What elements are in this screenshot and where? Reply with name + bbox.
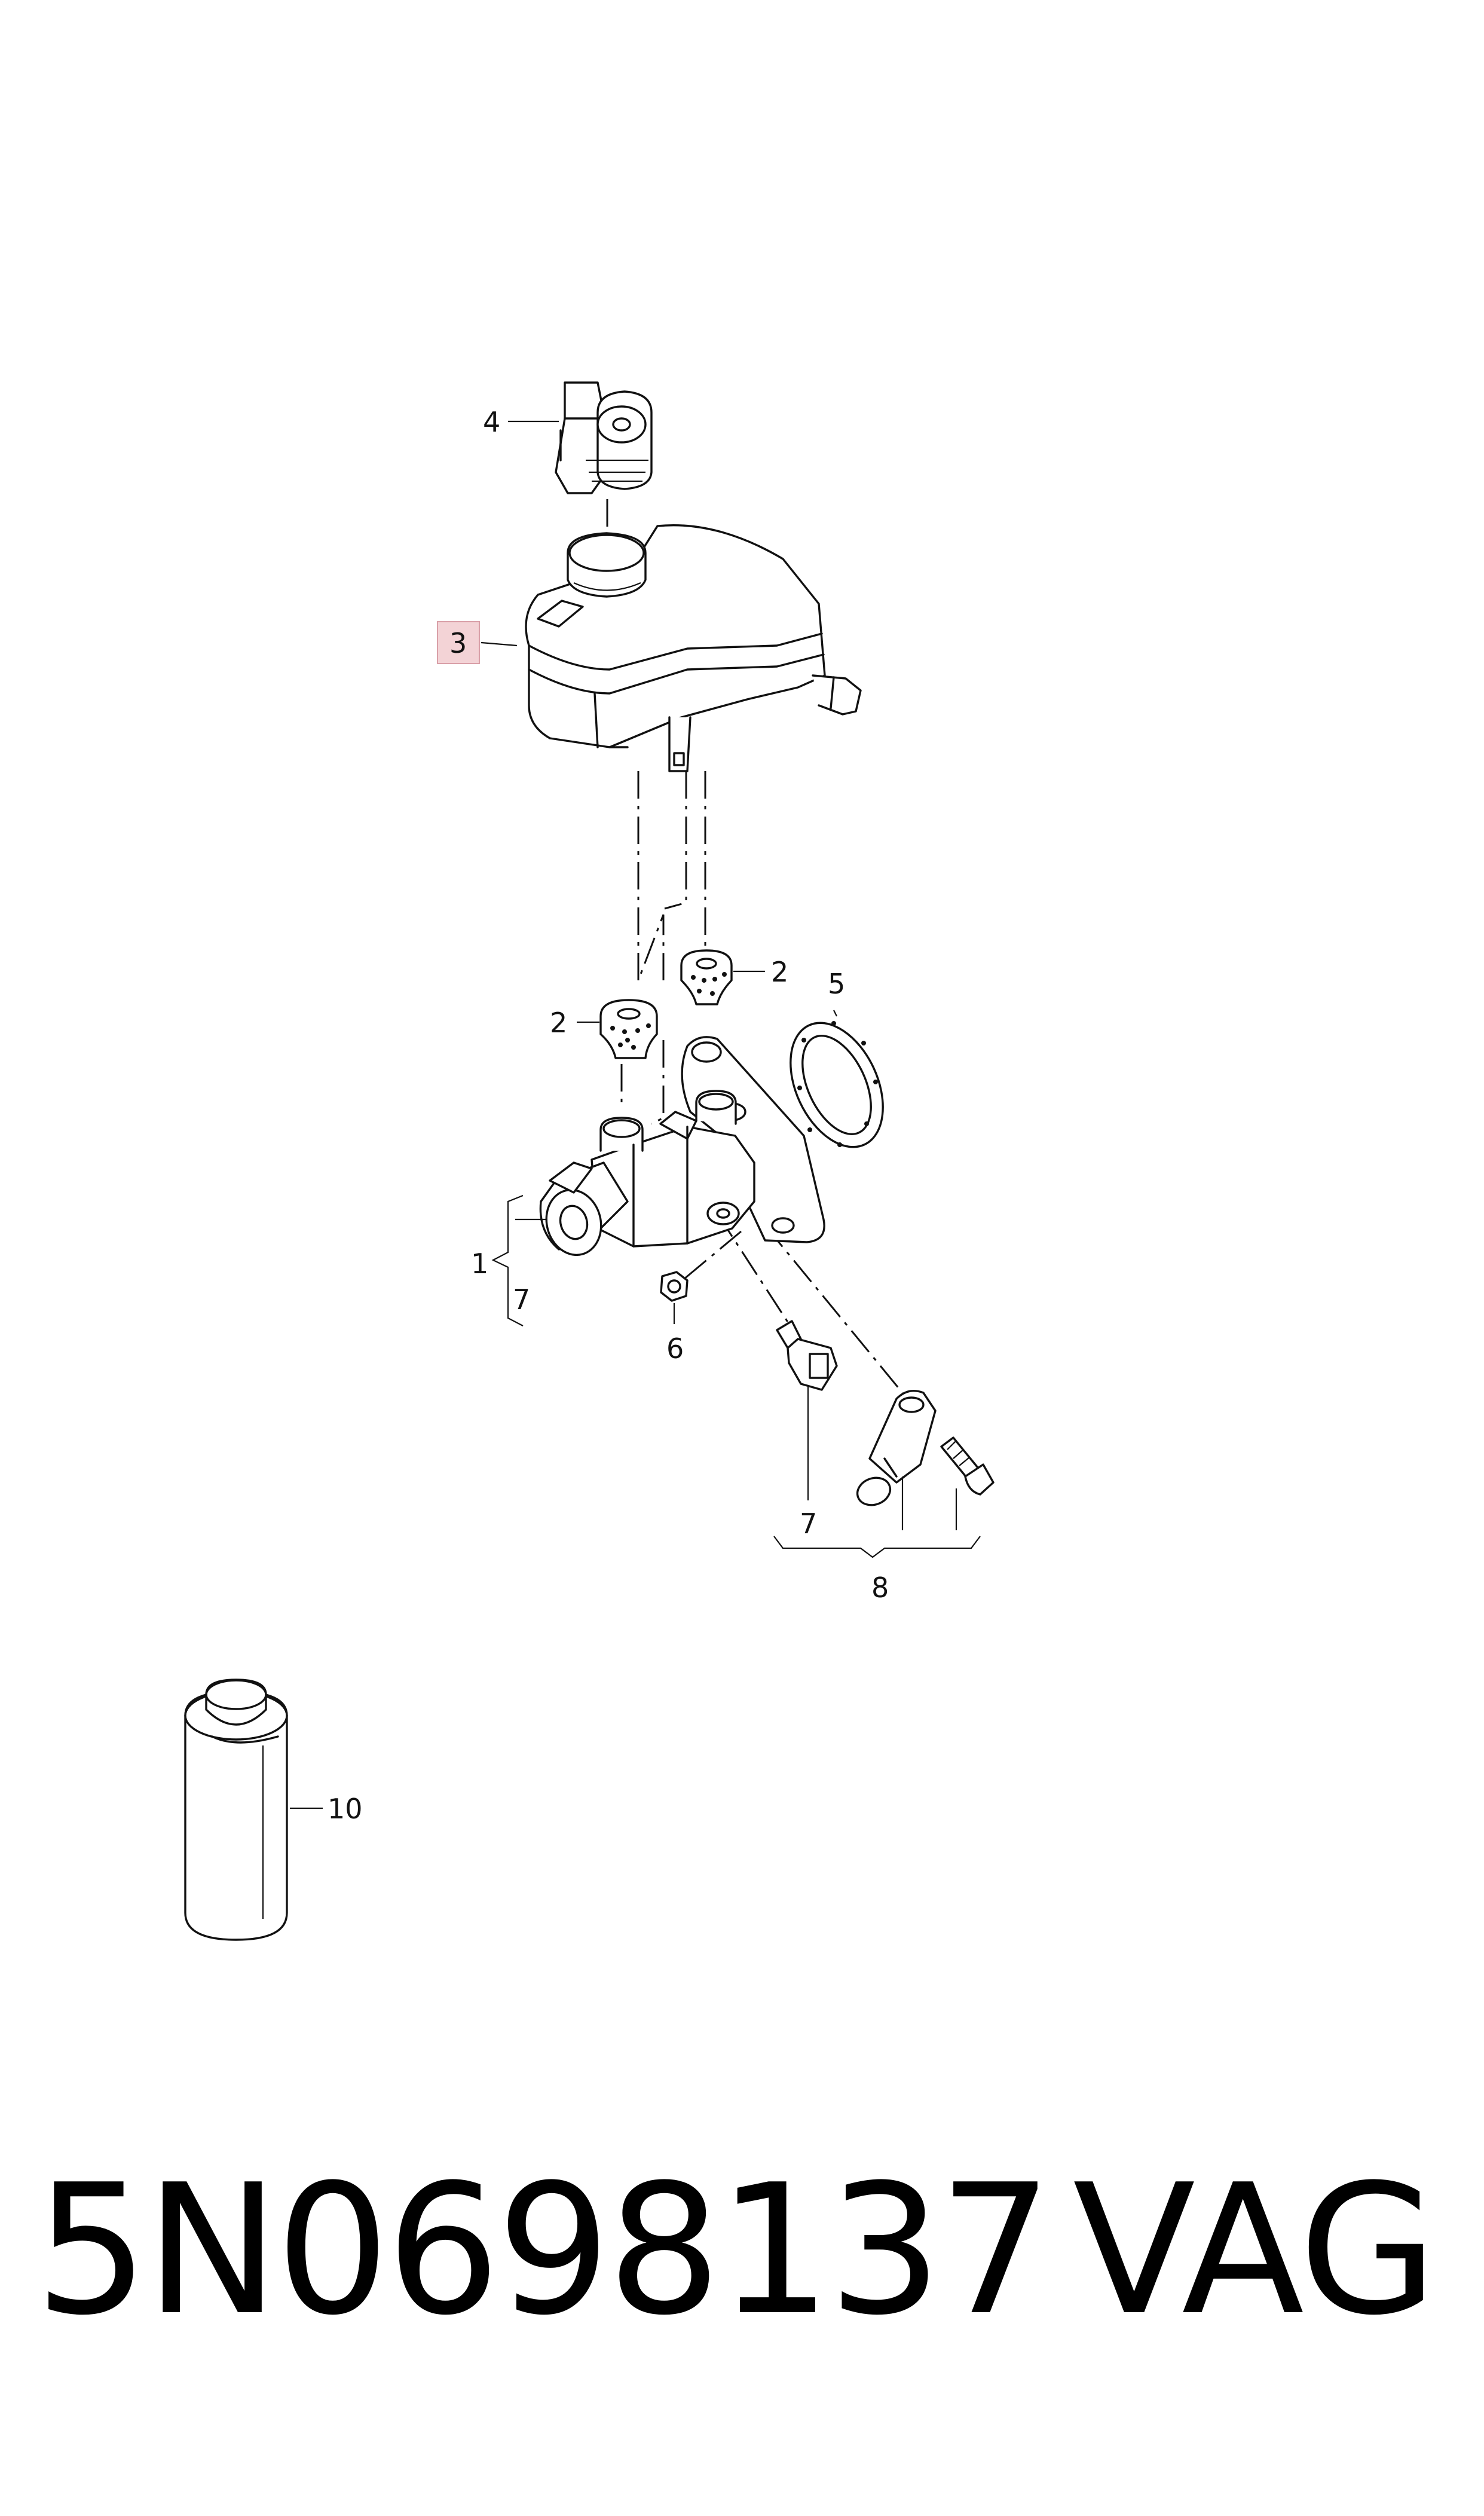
callout-2-upper[interactable]: 2 — [771, 956, 788, 988]
brand-label: VAG — [1073, 2146, 1437, 2355]
grommet-part-2-lower[interactable] — [599, 999, 658, 1059]
brake-switch-part-8[interactable] — [853, 1390, 995, 1510]
callout-7-upper[interactable]: 7 — [513, 1283, 530, 1316]
hex-nut-part-6[interactable] — [660, 1271, 689, 1302]
grommet-part-2-upper[interactable] — [680, 949, 733, 1005]
brake-fluid-reservoir-part-3[interactable] — [525, 524, 862, 772]
callout-10[interactable]: 10 — [328, 1793, 363, 1825]
pressure-sensor-part-7[interactable] — [776, 1320, 838, 1391]
callout-4[interactable]: 4 — [483, 406, 500, 438]
callout-2-lower[interactable]: 2 — [550, 1007, 567, 1039]
callout-7-lower[interactable]: 7 — [800, 1508, 817, 1540]
callout-1[interactable]: 1 — [471, 1248, 488, 1280]
callout-6[interactable]: 6 — [666, 1332, 684, 1365]
master-cylinder-part-1[interactable] — [539, 1036, 825, 1261]
brake-fluid-bottle-part-10[interactable] — [184, 1679, 288, 1941]
callout-8[interactable]: 8 — [871, 1572, 889, 1604]
leader-lines — [290, 420, 981, 1809]
callout-5[interactable]: 5 — [828, 968, 845, 1000]
callout-3-highlight — [437, 621, 480, 664]
callout-3[interactable]: 3 — [449, 627, 467, 659]
assembly-guide-lines — [606, 499, 904, 1393]
part-number-label: 5N0698137 — [35, 2146, 1052, 2355]
callout-labels: 4 3 2 5 2 1 7 6 7 8 10 — [328, 406, 889, 1825]
reservoir-cap-part-4[interactable] — [555, 381, 653, 494]
gasket-part-5[interactable] — [772, 1008, 901, 1162]
